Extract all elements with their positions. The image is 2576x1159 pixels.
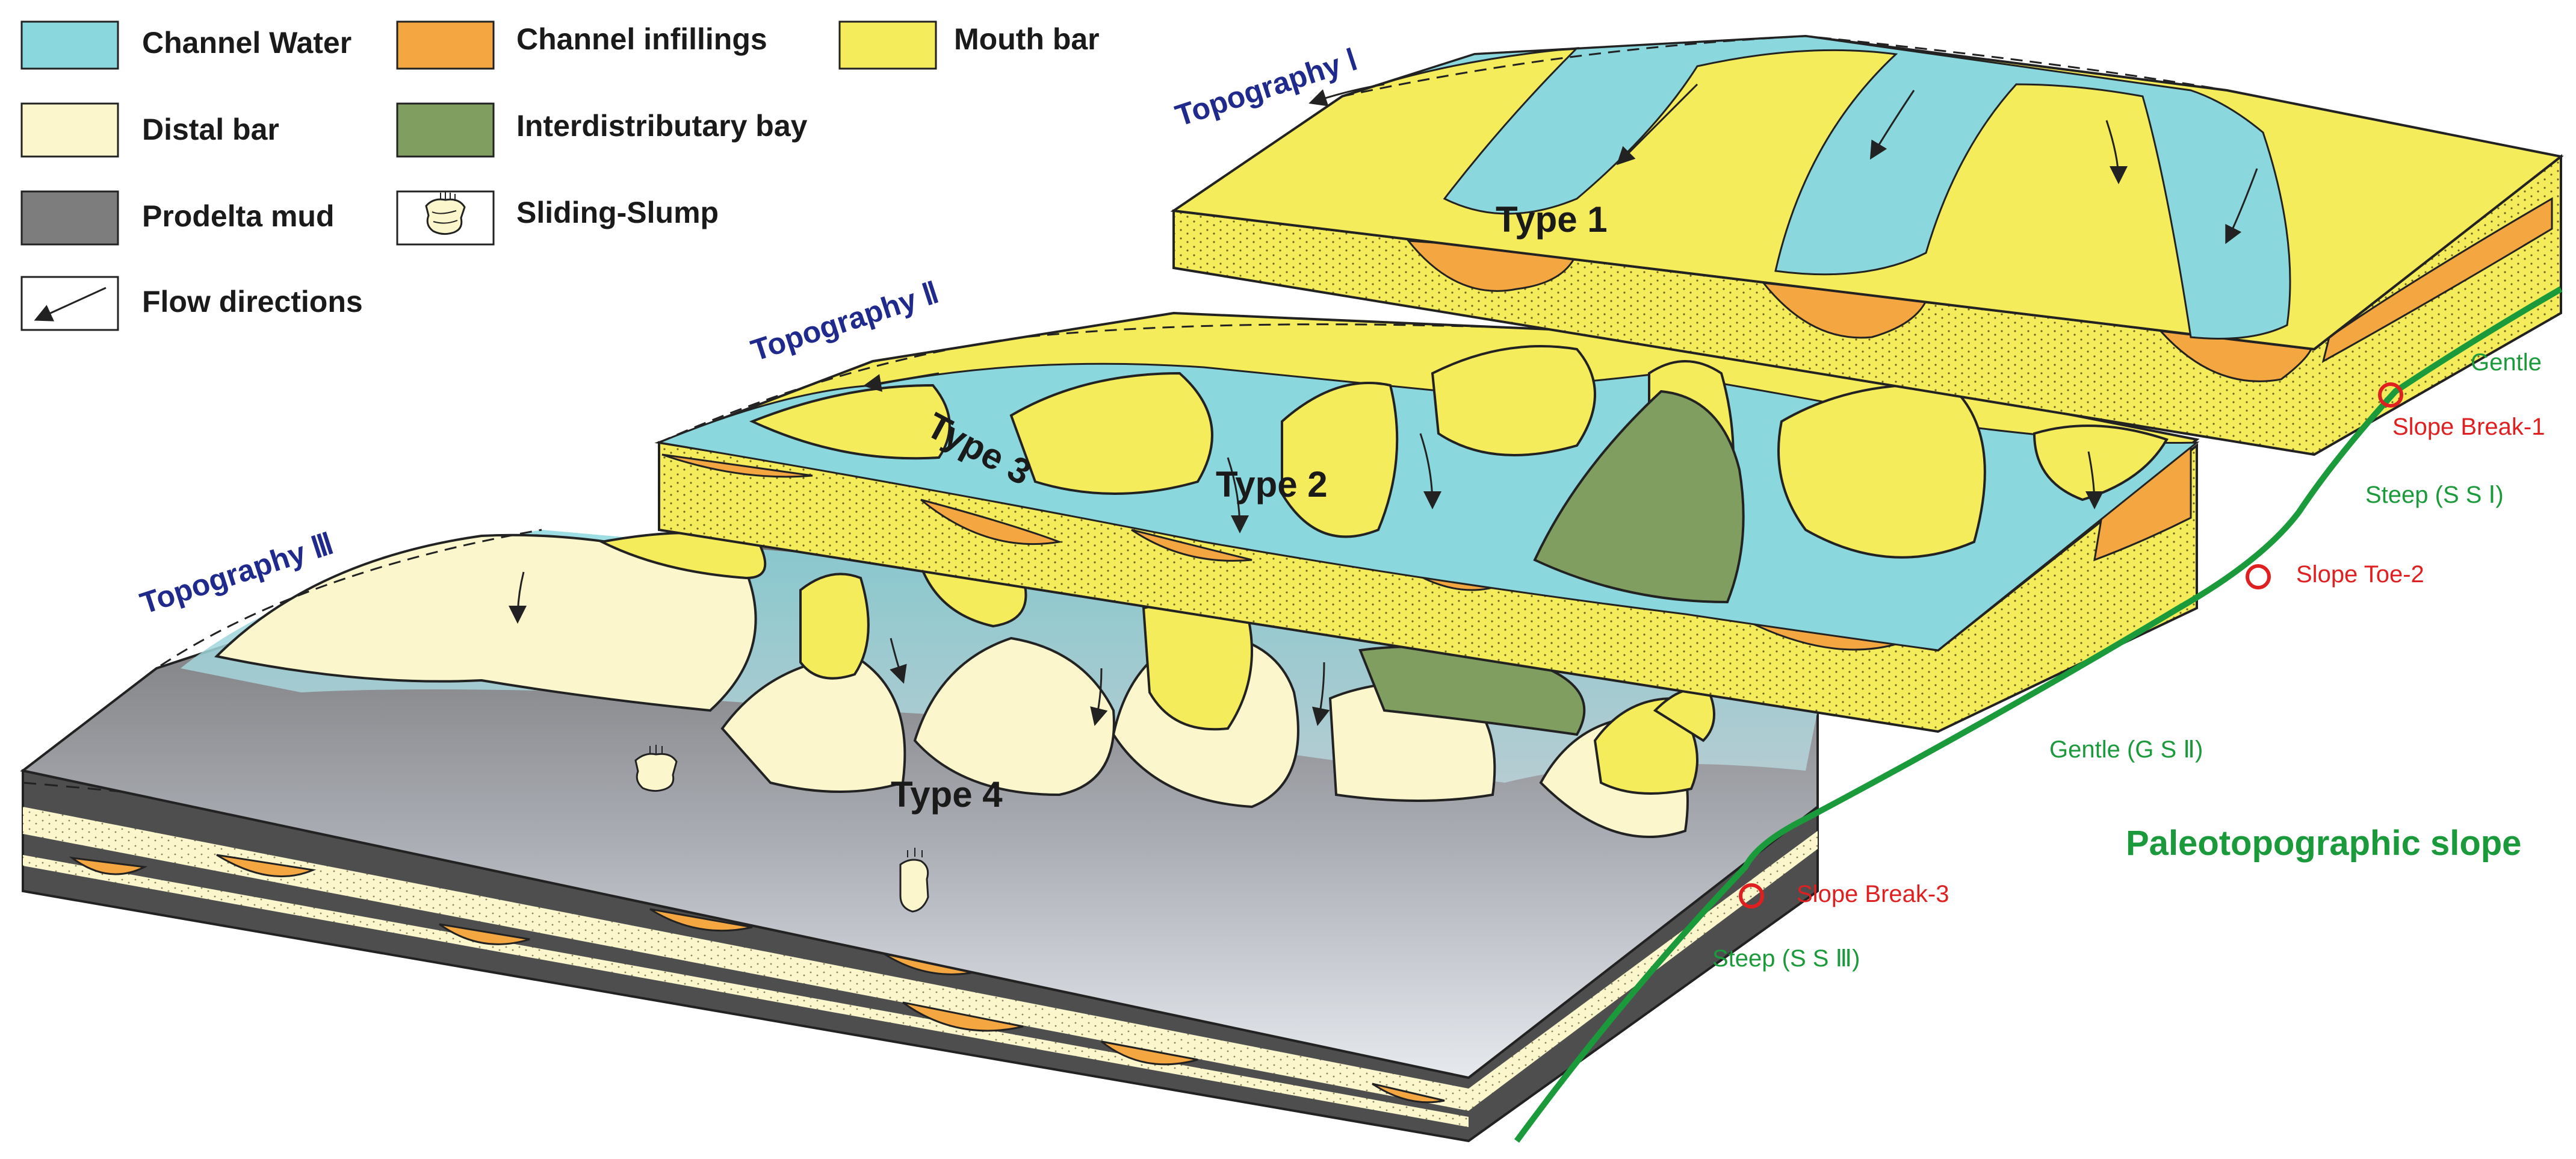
block3-pale-layer-2: [23, 855, 1469, 1127]
topography-1-block: [1170, 34, 2564, 456]
slope-steep-1-label: Steep (S S Ⅰ): [2365, 482, 2504, 508]
block1-channel-water: [1342, 35, 2291, 340]
sliding-slump-icon: [425, 191, 466, 235]
slope-toe-2-marker: [2246, 564, 2271, 589]
sliding-slump-icon: [634, 745, 678, 792]
block1-channel-lenses: [1406, 197, 2553, 382]
interdistributary-bay-surface: [1533, 390, 1745, 604]
legend-swatch-channel-infillings: [396, 20, 495, 70]
slope-gentle-top-label: Gentle: [2471, 349, 2542, 376]
slope-break-3-marker: [1739, 883, 1764, 909]
block3-back-dashed-edge: [22, 529, 542, 772]
arrow-icon: [34, 287, 107, 322]
type-2-label: Type 2: [1216, 464, 1328, 505]
block2-back-dashed-edge: [658, 323, 1662, 444]
block1-back-dashed-edge: [1342, 35, 2228, 98]
legend-label-prodelta-mud: Prodelta mud: [142, 199, 334, 233]
legend-label-channel-infillings: Channel infillings: [516, 22, 767, 56]
legend-label-flow-directions: Flow directions: [142, 285, 363, 318]
block3-pale-layer-1: [23, 807, 1469, 1111]
paleotopographic-slope-title: Paleotopographic slope: [2126, 824, 2521, 863]
slope-profile-line: [1514, 286, 2563, 1143]
legend-swatch-channel-water: [20, 20, 119, 70]
sliding-slump-icon: [899, 848, 929, 913]
legend-swatch-interdistributary-bay: [396, 102, 495, 158]
block3-mouth-bars: [598, 532, 1715, 795]
flow-arrows: [509, 83, 2258, 726]
legend-label-channel-water: Channel Water: [142, 26, 351, 60]
slope-toe-2-label: Slope Toe-2: [2296, 561, 2424, 588]
type-1-label: Type 1: [1496, 199, 1608, 240]
slope-break-3-label: Slope Break-3: [1797, 881, 1949, 907]
slope-steep-3-label: Steep (S S Ⅲ): [1712, 945, 1860, 972]
topography-3-block: [20, 529, 1819, 1143]
slope-break-1-label: Slope Break-1: [2392, 414, 2545, 440]
slope-gentle-2-label: Gentle (G S Ⅱ): [2049, 736, 2203, 763]
slope-break-1-marker: [2378, 382, 2403, 408]
legend-swatch-mouth-bar: [838, 20, 937, 70]
legend: Channel Water Channel infillings Mouth b…: [20, 20, 1100, 331]
block2-mouth-bars: [749, 345, 2169, 559]
legend-label-distal-bar: Distal bar: [142, 113, 279, 146]
legend-label-sliding-slump: Sliding-Slump: [516, 196, 719, 229]
legend-swatch-distal-bar: [20, 102, 119, 158]
type-4-label: Type 4: [891, 774, 1003, 815]
block3-channel-lenses: [69, 835, 1730, 1104]
legend-label-interdistributary-bay: Interdistributary bay: [516, 109, 808, 143]
block3-side-pale-layer: [1469, 831, 1818, 1111]
legend-swatch-prodelta-mud: [20, 190, 119, 246]
legend-label-mouth-bar: Mouth bar: [954, 22, 1100, 56]
paleotopographic-slope: Gentle Slope Break-1 Steep (S S Ⅰ) Slope…: [1514, 286, 2563, 1143]
